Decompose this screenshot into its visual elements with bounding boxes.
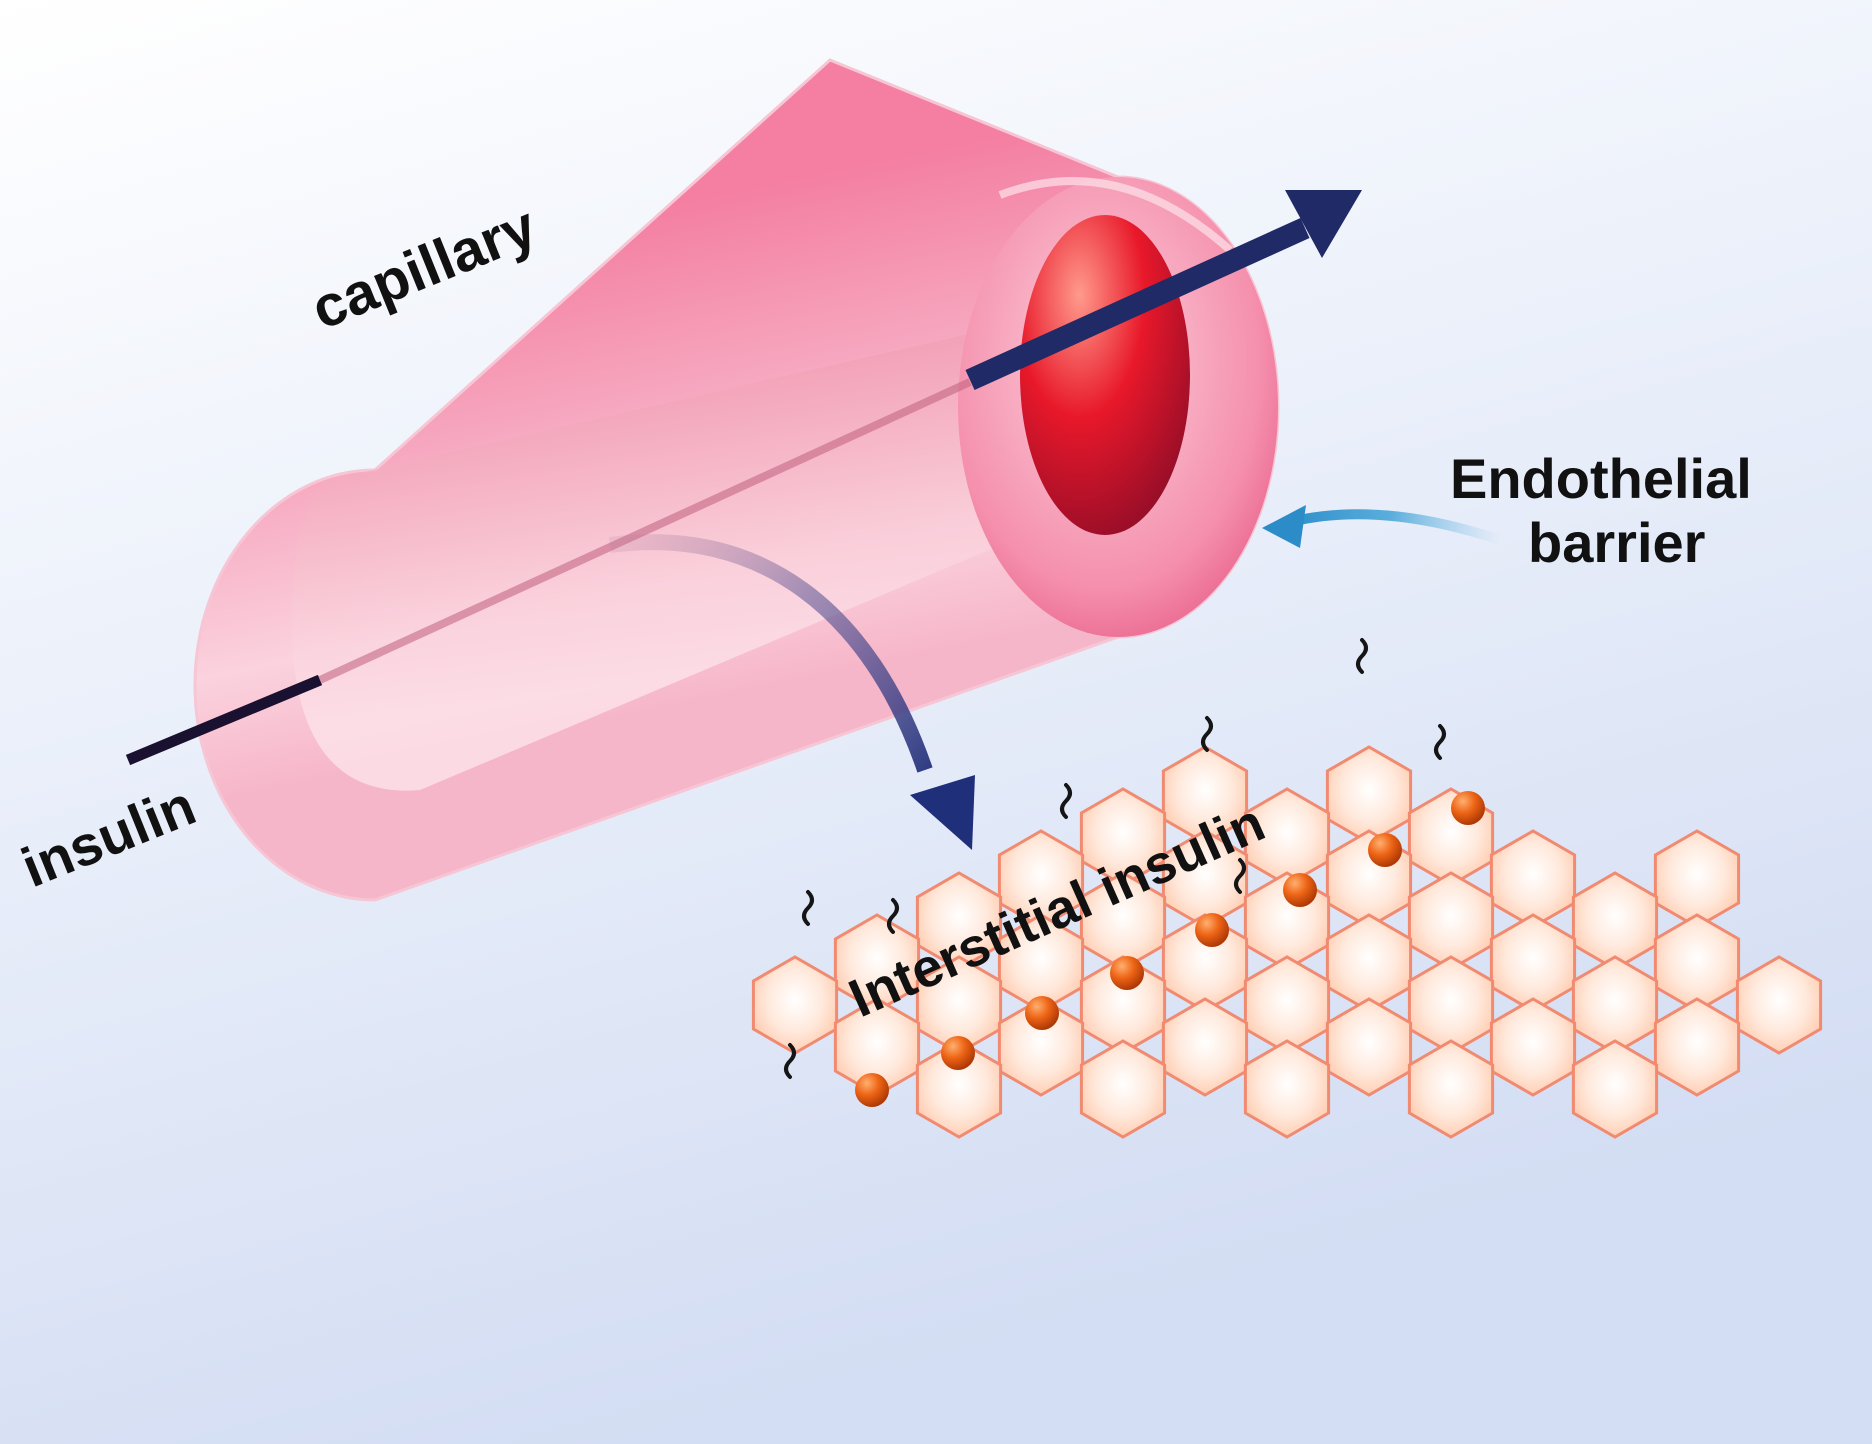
transport-arrow <box>608 534 975 850</box>
tissue-cell <box>1571 1039 1659 1139</box>
transport-arrowhead <box>910 775 975 850</box>
insulin-receptor <box>855 1073 889 1107</box>
tissue-cell-layer <box>751 745 1823 1139</box>
insulin-receptor <box>941 1036 975 1070</box>
tissue-cell <box>1735 955 1823 1055</box>
insulin-molecule-wave <box>1060 783 1072 819</box>
tissue-cell <box>915 1039 1003 1139</box>
insulin-receptor <box>1283 873 1317 907</box>
flow-arrowhead <box>1285 190 1362 258</box>
insulin-receptor <box>1025 996 1059 1030</box>
insulin-receptor <box>1195 913 1229 947</box>
insulin-molecule-wave <box>802 890 814 926</box>
insulin-molecule-wave <box>784 1043 796 1079</box>
vessel-inner-channel <box>291 320 1060 791</box>
tissue-cell <box>1079 1039 1167 1139</box>
tissue-cell <box>1325 997 1413 1097</box>
vessel-rim-highlight <box>998 177 1233 253</box>
insulin-molecule-wave <box>1434 724 1446 760</box>
endothelial-arrowhead <box>1262 505 1306 548</box>
insulin-molecule-wave <box>1356 638 1368 674</box>
vessel-lumen <box>1020 215 1190 535</box>
insulin-molecule-wave <box>887 898 899 934</box>
tissue-cell <box>1489 997 1577 1097</box>
endothelial-barrier-label-line2: barrier <box>1528 511 1705 574</box>
endothelial-pointer-arrow <box>1262 505 1502 548</box>
insulin-molecule-wave <box>1201 716 1213 752</box>
tissue-cell <box>997 997 1085 1097</box>
insulin-flow-arrow <box>125 190 1362 766</box>
insulin-receptor <box>1110 956 1144 990</box>
tissue-cell <box>1653 997 1741 1097</box>
tissue-cell <box>1243 1039 1331 1139</box>
interstitial-insulin-waves <box>784 638 1446 1079</box>
insulin-receptor <box>1451 791 1485 825</box>
endothelial-barrier-label-line1: Endothelial <box>1450 447 1752 510</box>
insulin-molecule-wave <box>1234 858 1246 894</box>
tissue-cell <box>1161 997 1249 1097</box>
tissue-cell <box>1407 1039 1495 1139</box>
insulin-receptor-layer <box>855 791 1485 1107</box>
insulin-receptor <box>1368 833 1402 867</box>
